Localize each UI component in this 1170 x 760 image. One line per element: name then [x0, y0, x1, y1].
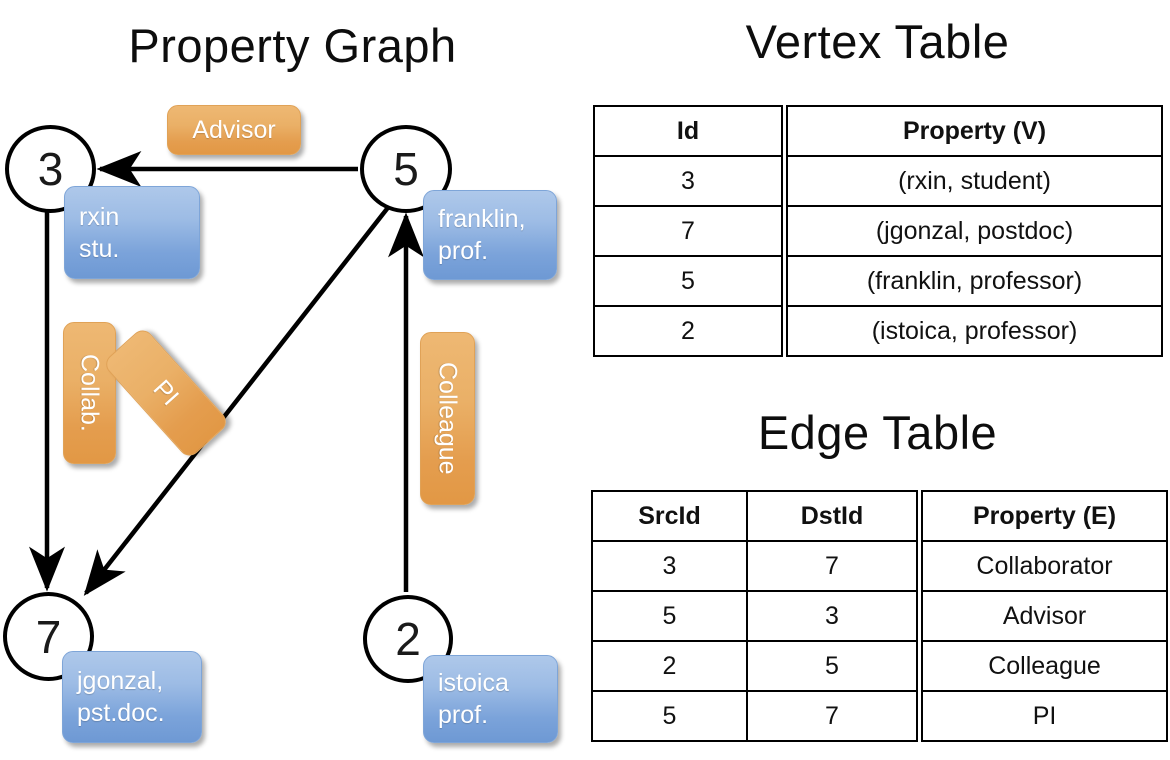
graph-node-5[interactable]: 5 [360, 125, 452, 213]
edge-dst-cell: 3 [746, 590, 918, 642]
edge-table-header-property: Property (E) [921, 490, 1168, 542]
edge-line-5-to-7 [83, 203, 392, 596]
vertex-table-right: Property (V) (rxin, student) (jgonzal, p… [786, 105, 1163, 357]
section-title-edge-table: Edge Table [757, 406, 998, 459]
edge-property-cell: Advisor [921, 590, 1168, 642]
vertex-id-cell: 3 [593, 155, 783, 207]
vertex-id-cell: 5 [593, 255, 783, 307]
vertex-property-cell: (franklin, professor) [786, 255, 1163, 307]
edge-label-text-advisor: Advisor [192, 116, 276, 144]
table-row[interactable]: (rxin, student) [786, 155, 1163, 207]
node-property-line-1: jgonzal, [77, 667, 164, 695]
table-row[interactable]: 2 [593, 305, 783, 357]
table-row[interactable]: 5 [593, 255, 783, 307]
graph-edges-svg [29, 151, 424, 596]
edge-dst-cell: 7 [746, 690, 918, 742]
table-row[interactable]: (franklin, professor) [786, 255, 1163, 307]
table-row[interactable]: 7 [593, 205, 783, 257]
edge-label-text-collab: Collab. [75, 354, 104, 432]
vertex-property-cell: (istoica, professor) [786, 305, 1163, 357]
edge-src-cell: 2 [591, 640, 748, 692]
table-row[interactable]: 5 7 [591, 690, 918, 742]
table-row[interactable]: 3 7 [591, 540, 918, 592]
edge-table-right: Property (E) Collaborator Advisor Collea… [921, 490, 1168, 742]
node-property-box-rxin: rxin stu. [64, 186, 200, 279]
table-row[interactable]: PI [921, 690, 1168, 742]
edge-table-header-srcid: SrcId [591, 490, 748, 542]
page-title-property-graph: Property Graph [128, 19, 457, 72]
table-row[interactable]: (istoica, professor) [786, 305, 1163, 357]
table-row[interactable]: Colleague [921, 640, 1168, 692]
node-property-line-2: prof. [438, 237, 489, 265]
table-row[interactable]: Advisor [921, 590, 1168, 642]
node-property-line-1: rxin [79, 202, 120, 231]
vertex-id-cell: 7 [593, 205, 783, 257]
table-row[interactable]: 3 [593, 155, 783, 207]
edge-table-left: SrcId DstId 3 7 5 3 2 5 5 7 [591, 490, 918, 742]
node-property-line-2: stu. [79, 234, 120, 263]
property-graph-diagram: 3 5 7 2 rxin stu. franklin, prof. jgonza… [3, 105, 558, 743]
edge-dst-cell: 5 [746, 640, 918, 692]
vertex-property-cell: (rxin, student) [786, 155, 1163, 207]
vertex-table-property-column: Property (V) (rxin, student) (jgonzal, p… [786, 105, 1163, 357]
table-row[interactable]: 2 5 [591, 640, 918, 692]
node-property-box-istoica: istoica prof. [423, 655, 558, 743]
vertex-table-header-id: Id [593, 105, 783, 157]
edge-label-box-advisor: Advisor [167, 105, 301, 155]
node-property-line-1: istoica [438, 669, 509, 697]
vertex-table-header-property: Property (V) [786, 105, 1163, 157]
edge-label-text-colleague: Colleague [433, 362, 462, 475]
node-property-line-2: prof. [438, 701, 489, 729]
table-header-row: Property (E) [921, 490, 1168, 542]
table-header-row: SrcId DstId [591, 490, 918, 542]
edge-label-box-collab: Collab. [63, 322, 116, 464]
vertex-property-cell: (jgonzal, postdoc) [786, 205, 1163, 257]
table-header-row: Property (V) [786, 105, 1163, 157]
edge-table-header-dstid: DstId [746, 490, 918, 542]
edge-src-cell: 3 [591, 540, 748, 592]
edge-table-property-column: Property (E) Collaborator Advisor Collea… [921, 490, 1168, 742]
edge-property-cell: Colleague [921, 640, 1168, 692]
section-title-vertex-table: Vertex Table [745, 15, 1010, 68]
edge-property-cell: Collaborator [921, 540, 1168, 592]
vertex-table-id-column: Id 3 7 5 2 [593, 105, 783, 357]
edge-label-box-colleague: Colleague [420, 332, 475, 505]
node-property-line-2: pst.doc. [77, 699, 165, 727]
edge-property-cell: PI [921, 690, 1168, 742]
graph-node-2[interactable]: 2 [363, 595, 453, 683]
edge-src-cell: 5 [591, 590, 748, 642]
edge-src-cell: 5 [591, 690, 748, 742]
edge-table-src-dst-columns: SrcId DstId 3 7 5 3 2 5 5 7 [591, 490, 918, 742]
edge-label-text-pi: PI [147, 374, 185, 412]
node-property-box-jgonzal: jgonzal, pst.doc. [62, 651, 202, 743]
table-header-row: Id [593, 105, 783, 157]
node-property-line-1: franklin, [438, 205, 526, 233]
edge-dst-cell: 7 [746, 540, 918, 592]
vertex-id-cell: 2 [593, 305, 783, 357]
table-row[interactable]: (jgonzal, postdoc) [786, 205, 1163, 257]
node-property-box-franklin: franklin, prof. [423, 190, 557, 280]
table-row[interactable]: Collaborator [921, 540, 1168, 592]
vertex-table-left: Id 3 7 5 2 [593, 105, 783, 357]
table-row[interactable]: 5 3 [591, 590, 918, 642]
